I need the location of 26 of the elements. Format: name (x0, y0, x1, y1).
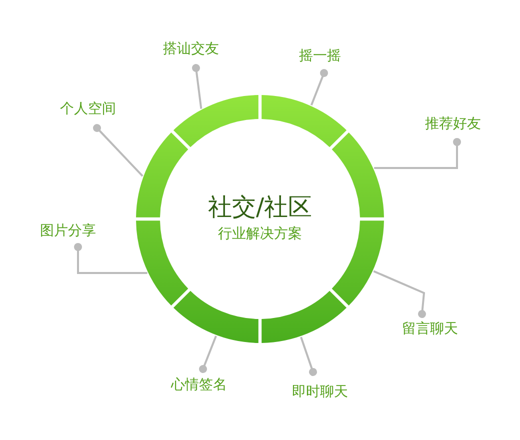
leader-line (93, 124, 144, 177)
center-title: 社交/社区 (208, 192, 312, 222)
feature-label: 推荐好友 (425, 115, 481, 133)
ring-segment (173, 290, 258, 343)
ring-segment (332, 220, 384, 306)
leader-line (199, 336, 217, 373)
ring-segment (136, 132, 188, 218)
feature-label: 摇一摇 (299, 47, 341, 65)
feature-label: 搭讪交友 (163, 40, 219, 58)
ring-segment (332, 132, 384, 218)
ring-segment (136, 220, 188, 306)
feature-label: 心情签名 (171, 376, 227, 394)
leader-line (300, 336, 317, 376)
center-subtitle: 行业解决方案 (218, 225, 302, 244)
leader-line (192, 64, 202, 109)
leader-line (310, 69, 328, 106)
feature-label: 留言聊天 (402, 320, 458, 338)
feature-label: 个人空间 (60, 100, 116, 118)
leader-line (374, 138, 461, 169)
ring-segment (173, 95, 258, 148)
feature-label: 图片分享 (40, 222, 96, 240)
leader-line (74, 243, 148, 274)
ring-segment (262, 95, 347, 148)
ring-segment (262, 290, 347, 343)
leader-line (373, 270, 426, 318)
feature-label: 即时聊天 (292, 383, 348, 401)
